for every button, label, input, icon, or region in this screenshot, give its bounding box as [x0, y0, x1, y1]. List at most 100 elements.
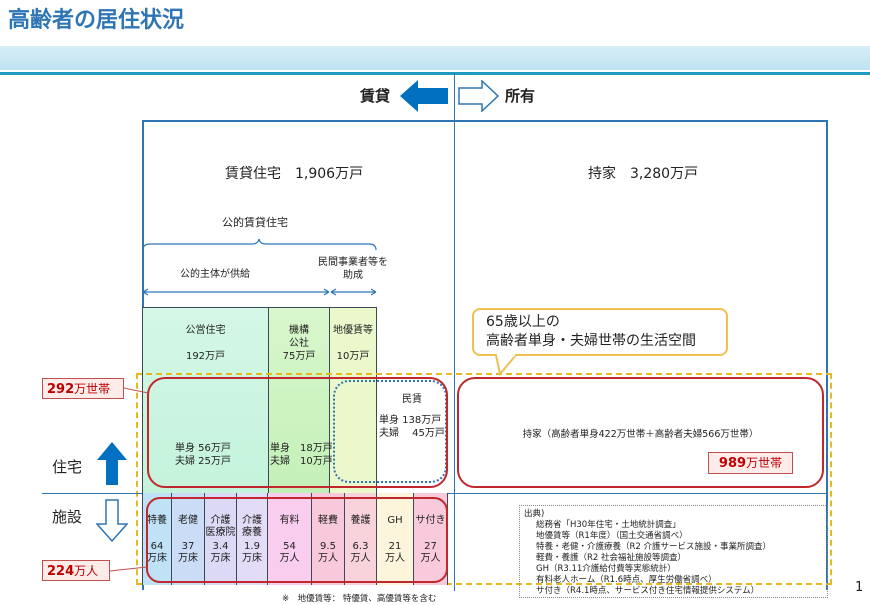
single-count: 単身 18万戸	[270, 443, 333, 454]
column-name: 公営住宅	[185, 325, 226, 336]
arrow-down-icon	[96, 499, 128, 543]
column-name: 地優賃等	[333, 325, 373, 336]
rental-heading: 賃貸住宅 1,906万戸	[225, 163, 363, 183]
facility-name: サ付き	[415, 515, 446, 526]
owned-detail: 持家（高齢者単身422万世帯＋高齢者夫婦566万世帯）	[522, 429, 759, 440]
facility-unit: 万人	[420, 553, 441, 564]
public-supply-label: 公的主体が供給	[180, 269, 250, 280]
source-item: 軽費・養護（R2 社会福祉施設等調査）	[536, 553, 687, 563]
housing-label: 住宅	[52, 458, 83, 476]
facility-unit: 万床	[178, 553, 198, 564]
rental-housing-highlight	[147, 377, 448, 488]
facility-total-unit: 万人	[74, 564, 99, 578]
owned-count: 3,280万戸	[630, 166, 699, 182]
facility-unit: 万人	[350, 553, 371, 564]
facility-value: 1.9	[244, 541, 260, 552]
rental-count: 1,906万戸	[295, 166, 364, 182]
facility-name: GH	[387, 515, 403, 526]
callout-box: 65歳以上の高齢者単身・夫婦世帯の生活空間	[472, 308, 728, 356]
facility-value: 6.3	[352, 541, 369, 552]
owned-heading: 持家 3,280万戸	[588, 163, 698, 183]
couple-count: 夫婦 45万戸	[379, 428, 445, 439]
agency-household-breakdown: 単身 18万戸夫婦 10万戸	[270, 442, 333, 468]
source-item: サ付き（R4.1時点、サービス付き住宅情報提供システム）	[536, 586, 760, 596]
range-arrows	[142, 288, 377, 296]
column-count: 10万戸	[336, 351, 370, 362]
column-name-line1: 機構	[289, 325, 309, 336]
couple-count: 夫婦 10万戸	[270, 456, 333, 467]
rent-label: 賃貸	[360, 87, 391, 105]
column-name-line2: 公社	[289, 338, 309, 349]
facility-value: 37	[181, 541, 195, 552]
facility-unit: 万床	[147, 553, 167, 564]
facility-unit: 万人	[385, 553, 405, 564]
header-line	[0, 72, 870, 75]
facility-label: 施設	[52, 508, 83, 526]
sources-heading: 出典)	[524, 509, 545, 519]
facility-highlight	[146, 497, 448, 583]
connector-line	[110, 566, 148, 572]
facility-value: 54	[283, 541, 296, 552]
source-item: 地優賃等（R1年度）（国土交通省調べ）	[536, 531, 688, 541]
facility-unit: 万人	[318, 553, 338, 564]
facility-total-number: 224	[47, 564, 75, 579]
page-title: 高齢者の居住状況	[8, 8, 185, 33]
private-aid-label: 民間事業者等を助成	[318, 257, 388, 281]
facility-name: 介護 医療院	[205, 515, 236, 538]
elderly-living-space-area	[136, 373, 832, 585]
facility-name: 有料	[279, 515, 300, 526]
source-item: 有料老人ホーム（R1.6時点、厚生労働省調べ）	[536, 575, 717, 585]
owned-title: 持家	[588, 166, 616, 182]
arrow-up-icon	[97, 442, 127, 485]
arrow-left-icon	[400, 80, 448, 112]
own-label: 所有	[505, 87, 536, 105]
facility-name: 養護	[350, 515, 371, 526]
connector-line	[124, 387, 149, 394]
callout-line1: 65歳以上の	[486, 314, 560, 330]
owned-housing-highlight	[457, 377, 824, 488]
private-rental-label: 民賃	[402, 394, 422, 405]
column-count: 192万戸	[185, 351, 226, 362]
facility-unit: 万人	[279, 553, 300, 564]
housing-total-number: 292	[47, 382, 75, 397]
owned-total-unit: 万世帯	[746, 456, 783, 470]
facility-value: 9.5	[320, 541, 336, 552]
header-band	[0, 46, 870, 70]
rental-title: 賃貸住宅	[225, 166, 281, 182]
couple-count: 夫婦 25万戸	[175, 456, 231, 467]
brace-icon	[142, 238, 377, 251]
facility-value: 64	[150, 541, 164, 552]
facility-total-badge: 224万人	[42, 560, 110, 581]
facility-value: 27	[424, 541, 437, 552]
facility-unit: 万床	[242, 553, 262, 564]
page-number: 1	[855, 580, 864, 595]
callout-line2: 高齢者単身・夫婦世帯の生活空間	[486, 333, 696, 349]
column-regional-rental: 地優賃等 10万戸	[329, 307, 377, 494]
source-item: 総務省「H30年住宅・土地統計調査」	[536, 520, 681, 530]
facility-value: 21	[388, 541, 402, 552]
callout-tail	[494, 354, 519, 376]
public-rental-label: 公的賃貸住宅	[222, 216, 288, 229]
single-count: 単身 138万戸	[379, 415, 442, 426]
owned-total-number: 989	[718, 456, 747, 471]
facility-unit: 万床	[210, 553, 231, 564]
facility-name: 老健	[178, 515, 198, 526]
private-household-breakdown: 単身 138万戸夫婦 45万戸	[379, 414, 445, 440]
column-count: 75万戸	[282, 351, 316, 362]
arrow-right-icon	[458, 80, 500, 112]
public-household-breakdown: 単身 56万戸夫婦 25万戸	[175, 442, 231, 468]
source-item: GH（R3.11介護給付費等実態統計）	[536, 564, 676, 574]
center-divider	[454, 73, 455, 591]
footnote: ※ 地優賃等： 特優賃、高優賃等を含む	[282, 594, 437, 604]
owned-total-badge: 989万世帯	[708, 452, 793, 474]
housing-total-badge: 292万世帯	[42, 378, 124, 399]
single-count: 単身 56万戸	[175, 443, 231, 454]
source-item: 特養・老健・介護療養（R2 介護サービス施設・事業所調査）	[536, 542, 772, 552]
